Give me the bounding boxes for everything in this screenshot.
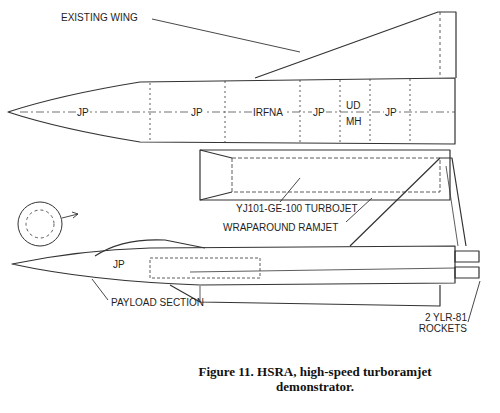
rocket-nozzle	[455, 267, 479, 278]
part-label: IRFNA	[252, 107, 284, 118]
nacelle-plan	[200, 150, 450, 200]
part-label: PAYLOAD SECTION	[110, 297, 205, 308]
bulkheads	[150, 79, 410, 143]
leader-line	[280, 178, 300, 202]
front-view-inner	[26, 210, 54, 238]
part-label: JP	[384, 107, 398, 118]
leader-line	[152, 19, 300, 52]
part-label: YJ101-GE-100 TURBOJET	[235, 203, 359, 214]
nacelle-intake	[200, 150, 232, 200]
rudder-line	[446, 166, 458, 246]
leader-line	[468, 281, 480, 322]
part-label: EXISTING WING	[60, 12, 139, 23]
part-label: JP	[112, 259, 126, 270]
leader-line	[92, 279, 108, 300]
wing-root	[190, 268, 455, 272]
part-label: MH	[345, 116, 363, 127]
fuselage-side	[12, 246, 455, 285]
part-label: JP	[76, 107, 90, 118]
part-label: UD	[345, 100, 361, 111]
part-label: JP	[190, 107, 204, 118]
wing-flap	[440, 12, 441, 78]
wing-outline	[255, 12, 456, 78]
rocket-nozzle	[455, 251, 479, 262]
turbojet-plan	[232, 158, 440, 192]
part-label: JP	[312, 107, 326, 118]
fuselage-plan	[8, 78, 455, 144]
nacelle-side	[170, 285, 440, 306]
canopy	[95, 240, 205, 256]
payload-bay	[150, 258, 260, 278]
part-label: WRAPAROUND RAMJET	[222, 222, 339, 233]
part-label: 2 YLR-81 ROCKETS	[400, 312, 468, 334]
figure-caption: Figure 11. HSRA, high-speed turboramjet …	[165, 364, 465, 394]
front-view-arrow	[62, 212, 78, 218]
fin-outline	[350, 158, 466, 246]
front-view	[18, 202, 62, 246]
